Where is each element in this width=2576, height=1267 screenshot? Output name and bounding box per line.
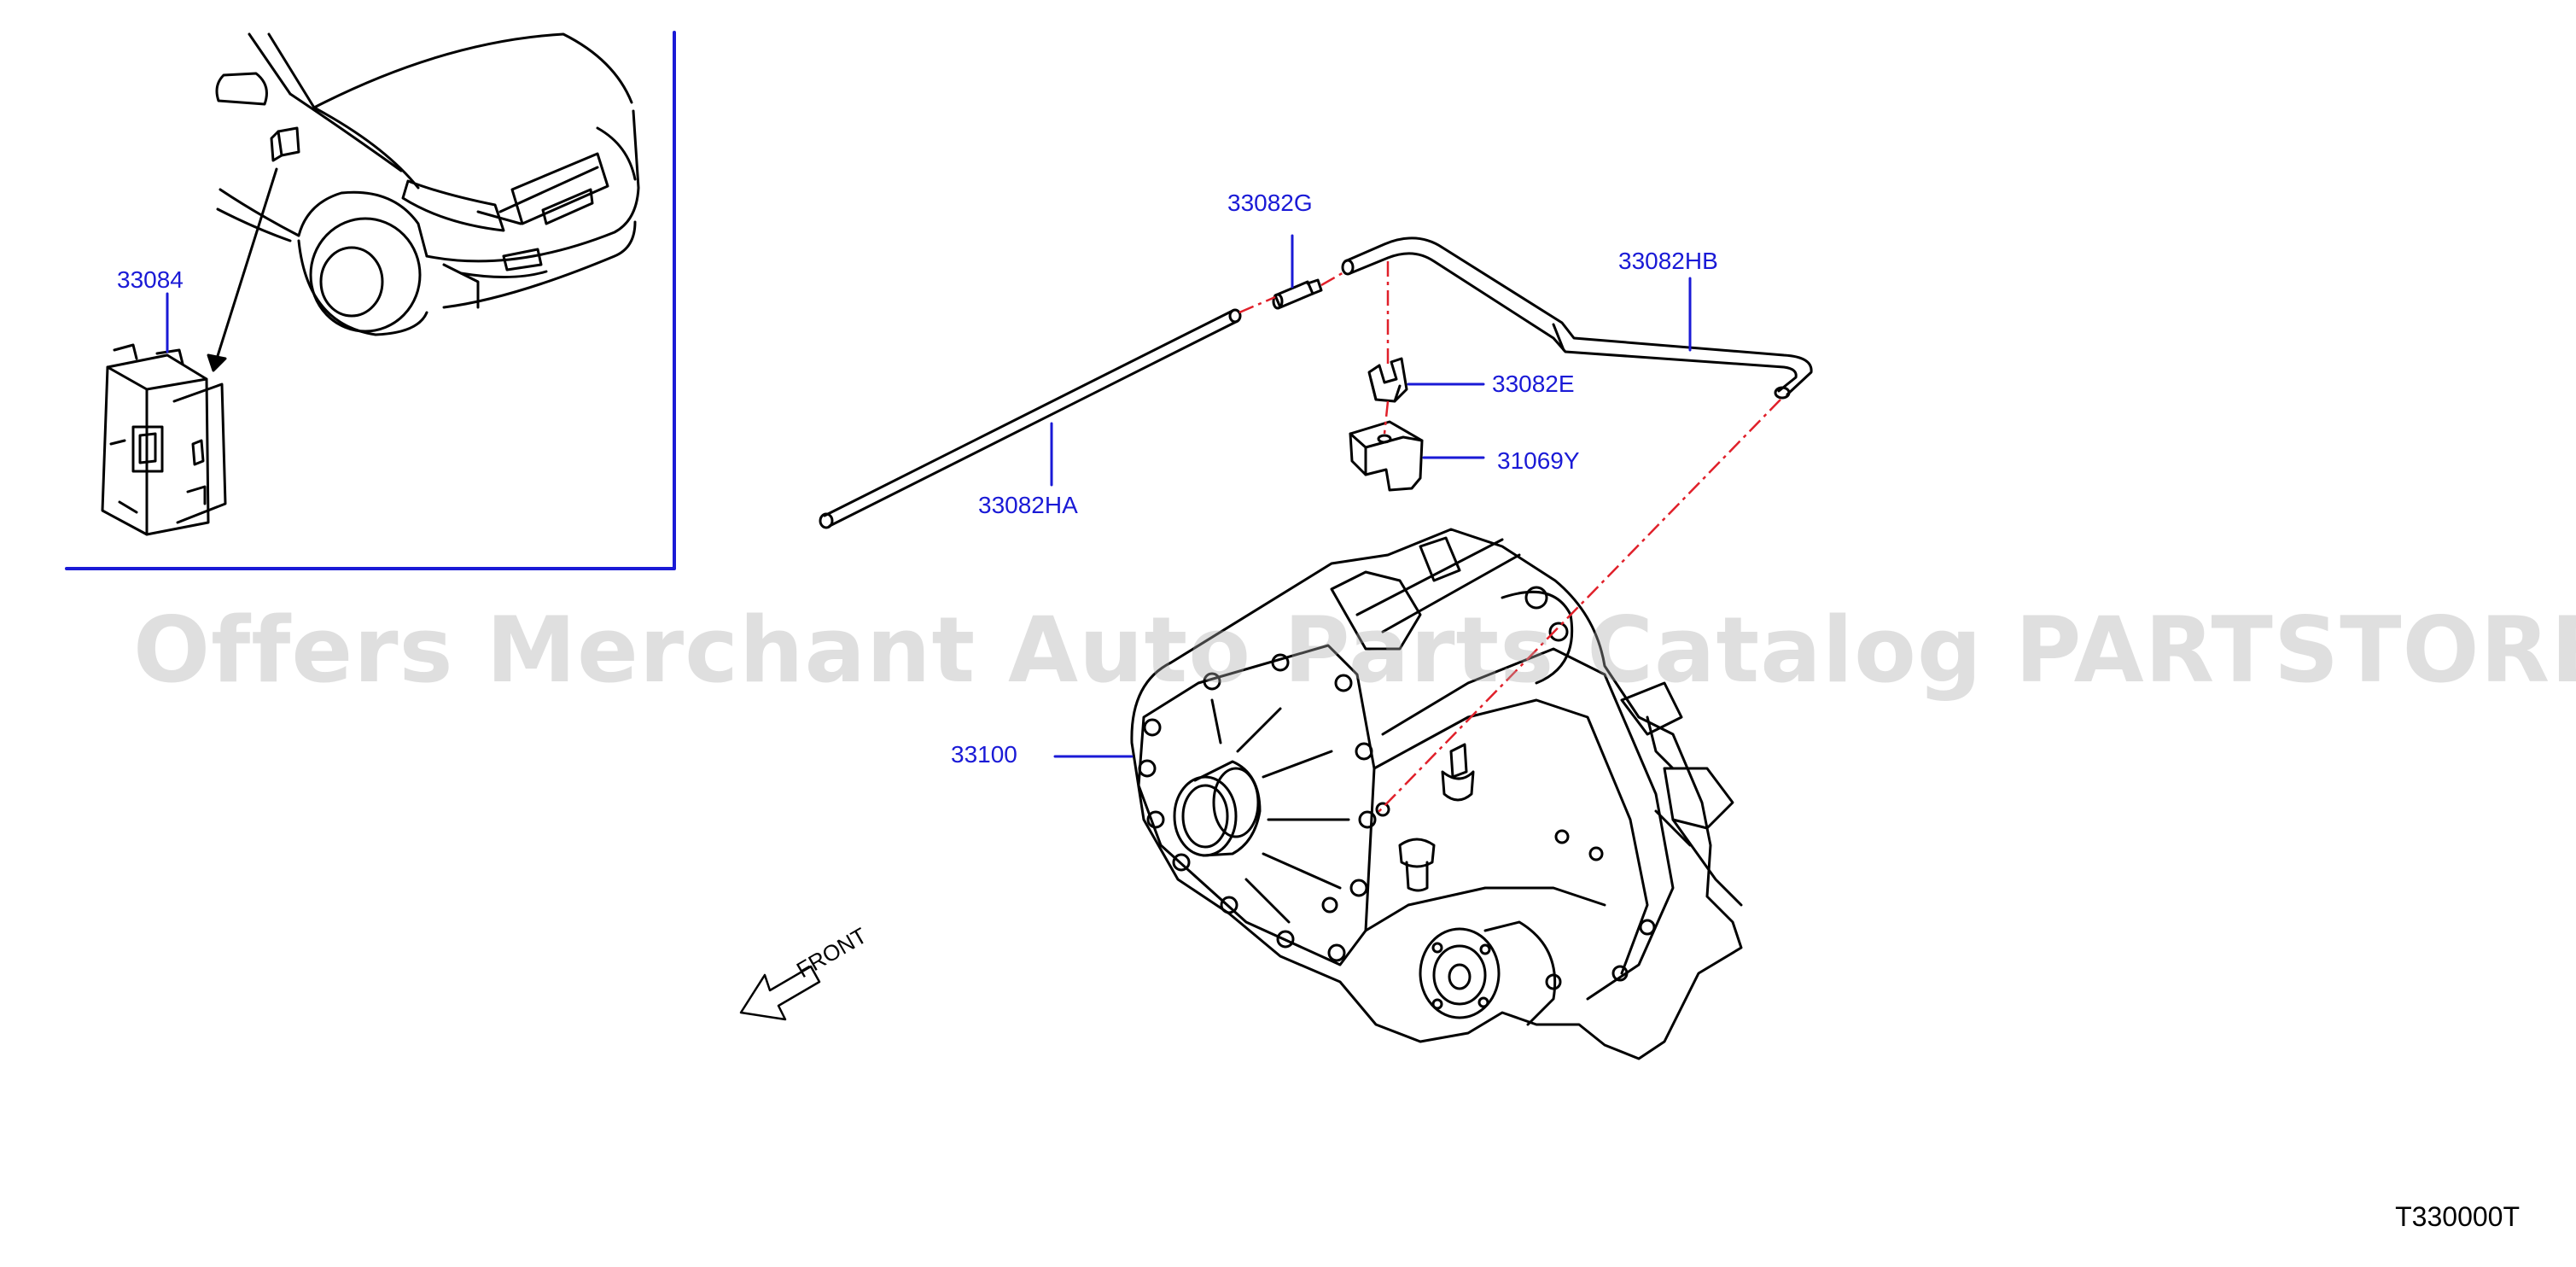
diagram-reference-code: T330000T (2395, 1201, 2520, 1232)
front-direction-arrow (739, 965, 821, 1021)
location-arrow (207, 167, 278, 372)
callout-33082E[interactable]: 33082E (1492, 371, 1575, 397)
callout-33082HB[interactable]: 33082HB (1618, 248, 1718, 274)
inset-border (65, 31, 676, 570)
routing-line-ha-g (1238, 295, 1276, 314)
callout-31069Y[interactable]: 31069Y (1497, 447, 1580, 474)
flange-bolts (1138, 653, 1377, 962)
bracket-icon (1349, 420, 1424, 492)
callout-33100[interactable]: 33100 (951, 741, 1017, 768)
front-label: FRONT (792, 922, 871, 983)
callout-33082HA[interactable]: 33082HA (978, 492, 1078, 518)
hose-connector-icon (1272, 278, 1323, 310)
inset-panel (65, 31, 676, 570)
routing-line-clip-bracket (1383, 400, 1390, 435)
routing-line-g-hb (1320, 270, 1346, 287)
routing-line-hb-case (1377, 399, 1781, 814)
callout-33082G[interactable]: 33082G (1227, 190, 1313, 216)
control-module-icon (101, 343, 227, 536)
breather-tube-icon (819, 308, 1242, 529)
routing-lines (1238, 261, 1781, 814)
breather-hose-icon (1341, 236, 1813, 400)
vehicle-icon (215, 32, 640, 336)
hose-clip-icon (1367, 357, 1408, 403)
watermark-text: Offers Merchant Auto Parts Catalog PARTS… (133, 598, 2576, 703)
callout-33084[interactable]: 33084 (117, 266, 184, 293)
